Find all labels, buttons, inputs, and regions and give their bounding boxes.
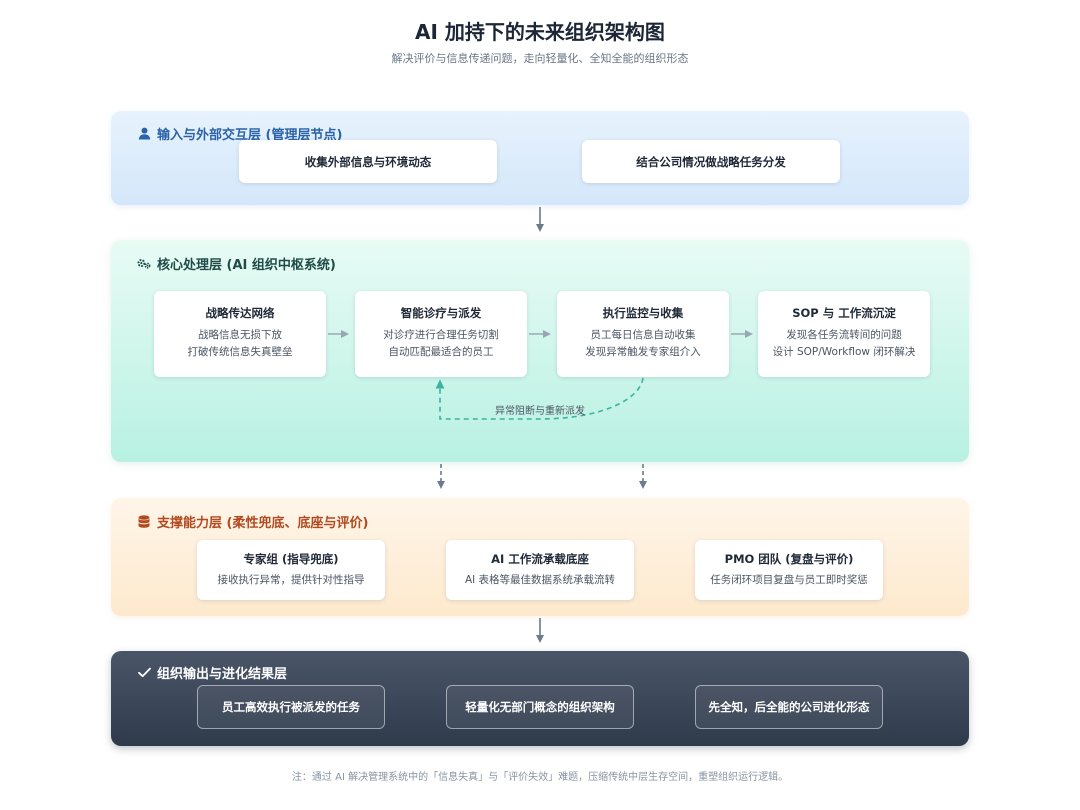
core-card-diagnosis-dispatch: 智能诊疗与派发 对诊疗进行合理任务切割 自动匹配最适合的员工 xyxy=(355,291,527,377)
support-card-title: 专家组 (指导兜底) xyxy=(243,552,339,566)
core-card-text: 对诊疗进行合理任务切割 xyxy=(383,329,499,341)
core-card-title: SOP 与 工作流沉淀 xyxy=(792,306,896,320)
page-subtitle: 解决评价与信息传递问题，走向轻量化、全知全能的组织形态 xyxy=(391,52,689,65)
core-card-text: 发现各任务流转间的问题 xyxy=(786,329,902,341)
core-layer: 核心处理层 (AI 组织中枢系统) 战略传达网络 战略信息无损下放 打破传统信息… xyxy=(111,240,969,462)
database-icon xyxy=(137,514,151,529)
output-card-label: 轻量化无部门概念的组织架构 xyxy=(465,700,615,714)
core-card-title: 执行监控与收集 xyxy=(602,306,684,320)
output-layer: 组织输出与进化结果层 员工高效执行被派发的任务 轻量化无部门概念的组织架构 先全… xyxy=(111,651,969,746)
support-card-text: 任务闭环项目复盘与员工即时奖惩 xyxy=(710,574,868,586)
core-card-title: 智能诊疗与派发 xyxy=(400,306,482,320)
core-card-execution-monitor: 执行监控与收集 员工每日信息自动收集 发现异常触发专家组介入 xyxy=(557,291,729,377)
support-layer-title: 支撑能力层 (柔性兜底、底座与评价) xyxy=(137,512,368,531)
support-card-title: AI 工作流承载底座 xyxy=(491,552,589,566)
layer1-card-external-info: 收集外部信息与环境动态 xyxy=(239,140,497,183)
layer1-card-strategy-dispatch: 结合公司情况做战略任务分发 xyxy=(582,140,840,183)
core-card-sop-workflow: SOP 与 工作流沉淀 发现各任务流转间的问题 设计 SOP/Workflow … xyxy=(758,291,930,377)
core-card-text: 自动匹配最适合的员工 xyxy=(388,346,494,358)
core-card-text: 员工每日信息自动收集 xyxy=(590,329,696,341)
output-card-label: 员工高效执行被派发的任务 xyxy=(222,700,360,714)
user-icon xyxy=(137,127,151,141)
core-card-text: 设计 SOP/Workflow 闭环解决 xyxy=(772,346,916,358)
support-card-text: 接收执行异常，提供针对性指导 xyxy=(217,574,365,586)
output-layer-label: 组织输出与进化结果层 xyxy=(157,667,288,682)
output-card-lightweight-structure: 轻量化无部门概念的组织架构 xyxy=(446,685,634,729)
output-layer-title: 组织输出与进化结果层 xyxy=(137,663,287,682)
support-layer: 支撑能力层 (柔性兜底、底座与评价) 专家组 (指导兜底) 接收执行异常，提供针… xyxy=(111,498,969,616)
input-layer: 输入与外部交互层 (管理层节点) 收集外部信息与环境动态 结合公司情况做战略任务… xyxy=(111,111,969,205)
input-layer-title: 输入与外部交互层 (管理层节点) xyxy=(137,124,342,143)
support-card-text: AI 表格等最佳数据系统承载流转 xyxy=(464,574,616,586)
input-layer-label: 输入与外部交互层 (管理层节点) xyxy=(157,128,343,143)
support-card-pmo-team: PMO 团队 (复盘与评价) 任务闭环项目复盘与员工即时奖惩 xyxy=(695,540,883,600)
footer-note: 注：通过 AI 解决管理系统中的「信息失真」与「评价失效」难题，压缩传统中层生存… xyxy=(291,772,789,783)
output-card-efficient-execution: 员工高效执行被派发的任务 xyxy=(197,685,385,729)
support-layer-label: 支撑能力层 (柔性兜底、底座与评价) xyxy=(157,516,369,531)
layer1-card-label: 结合公司情况做战略任务分发 xyxy=(636,154,786,169)
core-layer-title: 核心处理层 (AI 组织中枢系统) xyxy=(137,254,336,273)
page-title: AI 加持下的未来组织架构图 xyxy=(415,20,665,44)
output-card-label: 先全知，后全能的公司进化形态 xyxy=(708,700,870,714)
output-card-evolution-form: 先全知，后全能的公司进化形态 xyxy=(695,685,883,729)
gears-icon xyxy=(137,257,151,271)
core-card-text: 战略信息无损下放 xyxy=(198,329,282,341)
core-card-strategy-network: 战略传达网络 战略信息无损下放 打破传统信息失真壁垒 xyxy=(154,291,326,377)
core-layer-label: 核心处理层 (AI 组织中枢系统) xyxy=(157,258,336,273)
support-card-title: PMO 团队 (复盘与评价) xyxy=(724,552,854,566)
layer1-card-label: 收集外部信息与环境动态 xyxy=(304,154,432,169)
core-card-text: 发现异常触发专家组介入 xyxy=(585,346,701,358)
support-card-expert-group: 专家组 (指导兜底) 接收执行异常，提供针对性指导 xyxy=(197,540,385,600)
core-card-title: 战略传达网络 xyxy=(205,306,275,320)
check-icon xyxy=(137,666,151,680)
support-card-ai-workflow-base: AI 工作流承载底座 AI 表格等最佳数据系统承载流转 xyxy=(446,540,634,600)
core-card-text: 打破传统信息失真壁垒 xyxy=(187,346,293,358)
